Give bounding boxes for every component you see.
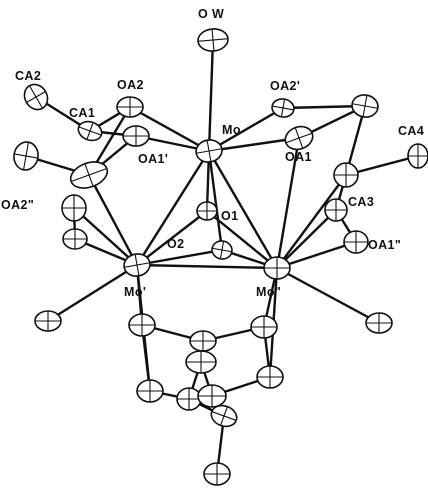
atom-ellipsoid-ca1: [77, 120, 103, 142]
atom-ellipsoid-b1: [128, 313, 156, 337]
label-ca2: CA2: [15, 69, 41, 83]
bond-mo-mo1: [135, 149, 211, 267]
atom-ellipsoid-mo: [195, 139, 223, 163]
bond-mo2-c33: [275, 208, 338, 270]
atom-ellipsoid-b2: [189, 330, 217, 352]
atom-ellipsoid-b4: [136, 379, 164, 403]
bond-mo-mo2: [207, 149, 279, 270]
bond-mo2-oa1: [275, 136, 301, 270]
atom-ellipsoid-mo2: [263, 256, 291, 280]
bond-mo-o2: [207, 149, 224, 252]
atom-ellipsoid-b6: [256, 365, 284, 389]
label-oa2p: OA2': [270, 79, 300, 93]
bond-mo-oa1: [207, 136, 301, 153]
atom-ellipsoid-mo1: [123, 253, 151, 277]
label-mo-left: Mo': [124, 285, 146, 299]
atom-ellipsoid-o1: [196, 201, 218, 221]
atoms: [13, 28, 428, 486]
atom-ellipsoid-c33: [324, 198, 348, 222]
atom-ellipsoid-oa2p: [271, 98, 295, 118]
atom-ellipsoid-b8: [197, 384, 227, 408]
bond-mo-oa2: [128, 105, 211, 153]
atom-ellipsoid-c_rm: [365, 312, 393, 334]
bond-mo1-c_l1: [87, 173, 139, 267]
bond-mo1-c_lm: [46, 263, 139, 323]
atom-ellipsoid-oa2: [116, 96, 144, 118]
atom-ellipsoid-b3: [250, 315, 278, 339]
atom-ellipsoid-o2: [211, 240, 233, 260]
atom-ellipsoid-c_l1: [69, 161, 109, 189]
atom-ellipsoid-ca3: [333, 162, 359, 188]
atom-ellipsoid-b7: [176, 387, 202, 411]
label-oa2: OA2: [117, 78, 144, 92]
label-mo-right: Mo": [256, 285, 281, 299]
atom-labels: O W CA2 OA2 CA1 OA1' Mo OA2' OA1 CA4 OA2…: [1, 7, 424, 299]
atom-ellipsoid-c_l4: [62, 228, 88, 250]
atom-ellipsoid-b5: [185, 350, 217, 374]
atom-ellipsoid-ca2: [23, 83, 49, 111]
atom-ellipsoid-c_lm: [34, 310, 62, 332]
label-oa1: OA1: [285, 150, 312, 164]
atom-ellipsoid-oa1: [284, 125, 314, 151]
bond-mo-oa2p: [207, 106, 285, 153]
bond-mo1-mo2: [135, 263, 279, 270]
label-o1: O1: [221, 209, 238, 223]
label-mo-top: Mo: [222, 123, 241, 137]
label-ow: O W: [198, 7, 224, 21]
atom-ellipsoid-ca4: [407, 143, 428, 169]
atom-ellipsoid-b9: [210, 404, 238, 428]
atom-ellipsoid-c_l2: [61, 194, 87, 222]
bond-mo2-oa1pp: [275, 240, 358, 270]
atom-ellipsoid-ow: [197, 28, 229, 52]
label-o2: O2: [167, 237, 184, 251]
atom-ellipsoid-c3r: [351, 94, 379, 118]
atom-ellipsoid-c_l3: [13, 141, 39, 171]
bond-mo1-c_l2: [72, 206, 139, 267]
label-ca3: CA3: [348, 195, 374, 209]
bond-mo1-o2: [135, 248, 224, 267]
atom-ellipsoid-oa1pp: [343, 230, 369, 254]
label-oa1p: OA1': [138, 152, 168, 166]
atom-ellipsoid-b10: [203, 462, 231, 486]
label-ca4: CA4: [398, 124, 424, 138]
bond-mo2-ca3: [275, 173, 348, 270]
bond-mo2-c_rm: [275, 266, 381, 325]
label-ca1: CA1: [69, 106, 95, 120]
atom-ellipsoid-oa1p: [122, 125, 150, 147]
bond-mo1-o1: [135, 209, 209, 267]
label-oa1pp: OA1": [368, 238, 401, 252]
bond-ow-mo: [207, 38, 215, 153]
label-oa2pp: OA2": [1, 198, 34, 212]
